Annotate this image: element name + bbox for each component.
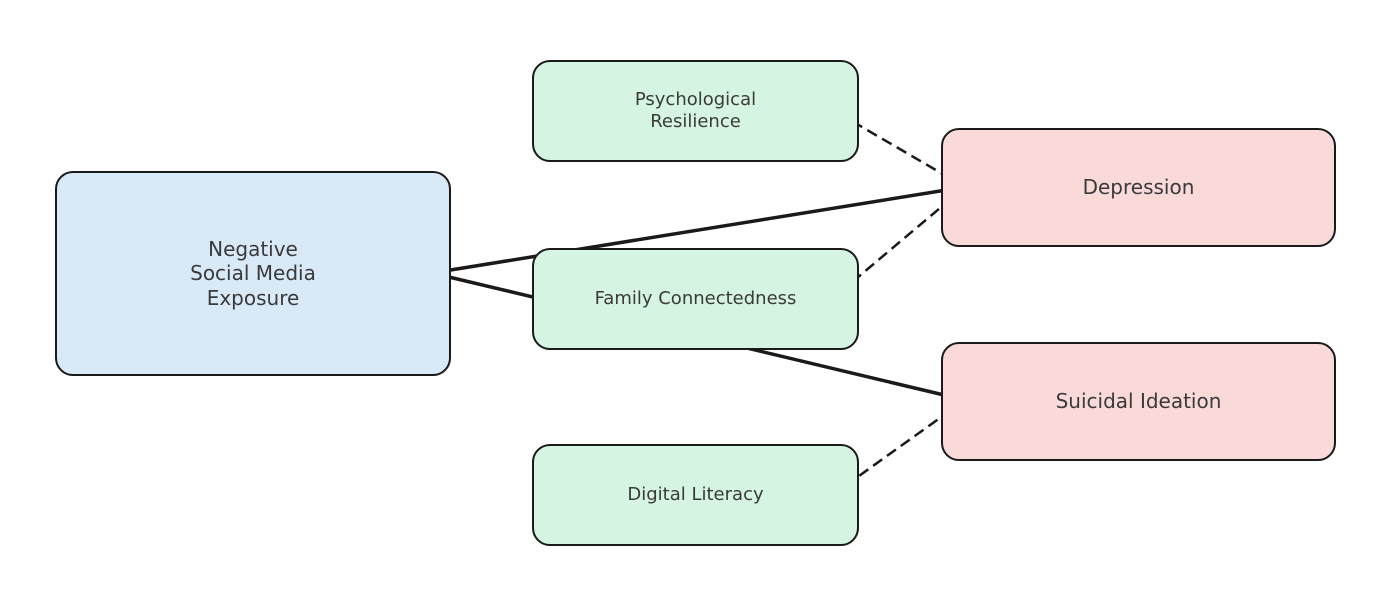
node-label: Digital Literacy — [627, 484, 764, 506]
node-label: Suicidal Ideation — [1055, 389, 1222, 414]
node-depression: Depression — [941, 128, 1336, 247]
node-label: Depression — [1082, 175, 1195, 200]
node-label: Negative Social Media Exposure — [190, 236, 316, 310]
node-psychological-resilience: Psychological Resilience — [532, 60, 859, 162]
node-family-connectedness: Family Connectedness — [532, 248, 859, 350]
node-digital-literacy: Digital Literacy — [532, 444, 859, 546]
node-negative-social-media-exposure: Negative Social Media Exposure — [55, 171, 451, 376]
node-label: Family Connectedness — [594, 288, 797, 310]
node-label: Psychological Resilience — [634, 89, 757, 132]
edge-depression-to-exposure — [431, 185, 966, 276]
node-suicidal-ideation: Suicidal Ideation — [941, 342, 1336, 461]
